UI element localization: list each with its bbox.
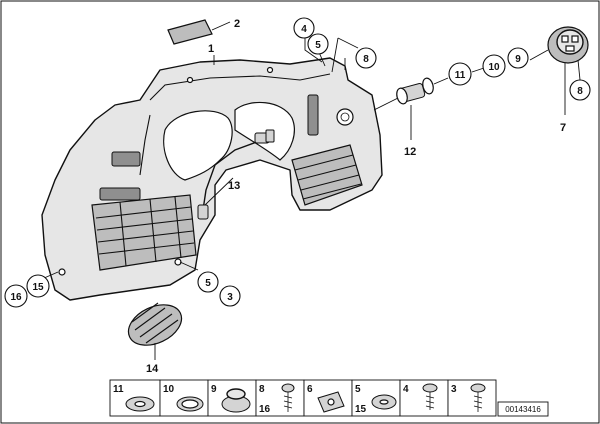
- strip-label-3: 3: [451, 384, 457, 395]
- callout-10: 10: [488, 62, 500, 73]
- doc-id-box: [497, 401, 549, 417]
- callout-12: 12: [404, 146, 416, 158]
- strip-label-15: 15: [355, 404, 367, 415]
- callout-3: 3: [227, 292, 233, 303]
- callout-16: 16: [10, 292, 22, 303]
- vent-grille-part: [127, 302, 183, 346]
- callout-13: 13: [228, 180, 240, 192]
- left-vent-grille: [91, 194, 197, 271]
- callout-5: 5: [315, 40, 321, 51]
- callout-8-right: 8: [577, 86, 583, 97]
- callout-1: 1: [208, 43, 214, 55]
- strip-label-4: 4: [403, 384, 409, 395]
- hardware-strip: 11 10 9 8 16 6 5 15 4 3: [109, 379, 497, 417]
- socket-part: [396, 77, 434, 105]
- callout-7: 7: [560, 122, 566, 134]
- callout-14: 14: [146, 363, 159, 375]
- callout-4: 4: [301, 24, 307, 35]
- rotary-knob-part: [547, 26, 589, 64]
- instrument-panel-trim: [41, 57, 383, 301]
- callout-11: 11: [455, 70, 466, 81]
- callout-15: 15: [32, 282, 44, 293]
- callout-2: 2: [234, 18, 240, 30]
- switch-slot-lower: [99, 187, 141, 201]
- right-vent-grille: [291, 144, 363, 206]
- strip-label-11: 11: [113, 384, 124, 395]
- strip-label-5: 5: [355, 384, 361, 395]
- sensor-cable-part: [197, 129, 275, 220]
- document-id: 00143416: [505, 405, 541, 414]
- strip-label-6: 6: [307, 384, 313, 395]
- callouts: 2 1 4 5 8 11 10 9 8 7 12 13 5 3: [4, 17, 591, 375]
- cover-strip-part: [167, 19, 213, 45]
- callout-9: 9: [515, 54, 521, 65]
- switch-slot: [111, 151, 141, 167]
- strip-label-16: 16: [259, 404, 271, 415]
- strip-label-10: 10: [163, 384, 175, 395]
- strip-label-9: 9: [211, 384, 217, 395]
- callout-5-lower: 5: [205, 278, 211, 289]
- knob-hole: [336, 108, 354, 126]
- gauge-opening-left: [163, 110, 233, 181]
- callout-8: 8: [363, 54, 369, 65]
- strip-label-8: 8: [259, 384, 265, 395]
